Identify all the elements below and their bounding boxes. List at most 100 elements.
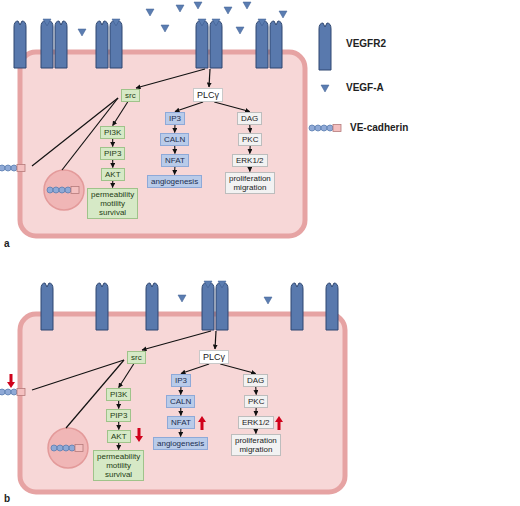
box-text: ERK1/2	[236, 156, 264, 165]
panel-label: a	[4, 238, 10, 250]
pathway-box: PI3K	[106, 388, 131, 401]
vesicle	[44, 170, 84, 210]
box-text: PLCγ	[197, 90, 219, 100]
box-text: PLCγ	[203, 352, 225, 362]
signal-arrow	[136, 69, 216, 350]
pathway-box: ERK1/2	[238, 416, 274, 429]
pathway-arrow	[174, 167, 175, 175]
pathway-arrow	[220, 364, 255, 374]
box-text: PKC	[242, 135, 258, 144]
pathway-arrow	[112, 139, 113, 147]
pathway-box: DAG	[243, 374, 268, 387]
box-text: src	[131, 353, 142, 362]
box-text: NFAT	[171, 418, 191, 427]
pathway-box: proliferation migration	[231, 434, 281, 456]
change-arrow	[7, 374, 283, 442]
pathway-box: permeability motility survival	[93, 450, 144, 481]
ligand-symbol	[43, 2, 287, 36]
pathway-arrow	[249, 146, 250, 154]
pathway-box: permeability motility survival	[87, 188, 138, 219]
legend-text: VEGF-A	[346, 82, 384, 94]
receptor-symbol	[14, 21, 282, 68]
pathway-arrow	[249, 167, 250, 172]
pathway-arrow	[118, 443, 119, 450]
vesicle	[48, 428, 88, 468]
box-text: src	[125, 91, 136, 100]
pathway-arrow	[174, 125, 175, 133]
box-text: CALN	[164, 135, 185, 144]
pathway-arrow	[118, 422, 119, 430]
pathway-box: AKT	[107, 430, 131, 443]
pathway-box: PI3K	[100, 126, 125, 139]
pathway-box: AKT	[101, 168, 125, 181]
box-text: AKT	[111, 432, 127, 441]
pathway-box: PIP3	[100, 147, 125, 160]
pathway-box: PKC	[238, 133, 262, 146]
legend-text: VEGFR2	[346, 38, 386, 50]
box-text: CALN	[170, 397, 191, 406]
receptor-symbol	[41, 283, 338, 330]
pathway-box: PLCγ	[193, 88, 223, 102]
ve-cadherin-symbol	[0, 165, 25, 172]
pathway-arrow	[255, 387, 257, 395]
box-text: DAG	[247, 376, 264, 385]
box-text: proliferation migration	[229, 174, 271, 192]
box-text: angiogenesis	[157, 439, 204, 448]
box-text: PI3K	[104, 128, 121, 137]
pathway-arrow	[255, 408, 256, 416]
box-text: AKT	[105, 170, 121, 179]
pathway-arrow	[180, 408, 181, 416]
ve-cadherin-symbol	[0, 389, 25, 396]
pathway-arrow	[214, 102, 249, 112]
pathway-box: src	[127, 351, 146, 364]
pathway-arrow	[180, 429, 181, 437]
box-text: PI3K	[110, 390, 127, 399]
box-text: IP3	[175, 376, 187, 385]
box-text: IP3	[169, 114, 181, 123]
box-text: DAG	[241, 114, 258, 123]
legend-text: VE-cadherin	[350, 122, 408, 134]
cell	[20, 52, 305, 236]
pathway-arrow	[255, 429, 256, 434]
box-text: PKC	[248, 397, 264, 406]
pathway-box: DAG	[237, 112, 262, 125]
pathway-arrow	[181, 364, 209, 374]
ligand-symbol	[178, 281, 272, 304]
box-text: PIP3	[110, 411, 127, 420]
pathway-arrow	[112, 181, 113, 188]
pathway-box: IP3	[165, 112, 185, 125]
box-text: ERK1/2	[242, 418, 270, 427]
pathway-arrow	[249, 125, 251, 133]
pathway-box: NFAT	[167, 416, 195, 429]
pathway-box: PLCγ	[199, 350, 229, 364]
pathway-box: CALN	[166, 395, 195, 408]
box-text: angiogenesis	[151, 177, 198, 186]
box-text: permeability motility survival	[91, 190, 134, 217]
pathway-arrow	[118, 401, 119, 409]
pathway-arrow	[112, 160, 113, 168]
pathway-arrow	[175, 102, 203, 112]
pathway-arrow	[119, 364, 134, 388]
pathway-box: src	[121, 89, 140, 102]
pathway-box: angiogenesis	[153, 437, 208, 450]
legend-symbol	[309, 23, 341, 132]
pathway-arrow	[113, 102, 128, 126]
pathway-box: PKC	[244, 395, 268, 408]
box-text: permeability motility survival	[97, 452, 140, 479]
ve-cadherin-symbol	[47, 187, 79, 194]
ve-cadherin-symbol	[51, 445, 83, 452]
pathway-box: NFAT	[161, 154, 189, 167]
pathway-arrow	[174, 146, 175, 154]
pathway-box: PIP3	[106, 409, 131, 422]
pathway-arrow	[180, 387, 181, 395]
pathway-box: CALN	[160, 133, 189, 146]
pathway-box: angiogenesis	[147, 175, 202, 188]
pathway-box: IP3	[171, 374, 191, 387]
box-text: proliferation migration	[235, 436, 277, 454]
cell	[20, 314, 345, 492]
box-text: PIP3	[104, 149, 121, 158]
panel-label: b	[4, 493, 10, 505]
box-text: NFAT	[165, 156, 185, 165]
